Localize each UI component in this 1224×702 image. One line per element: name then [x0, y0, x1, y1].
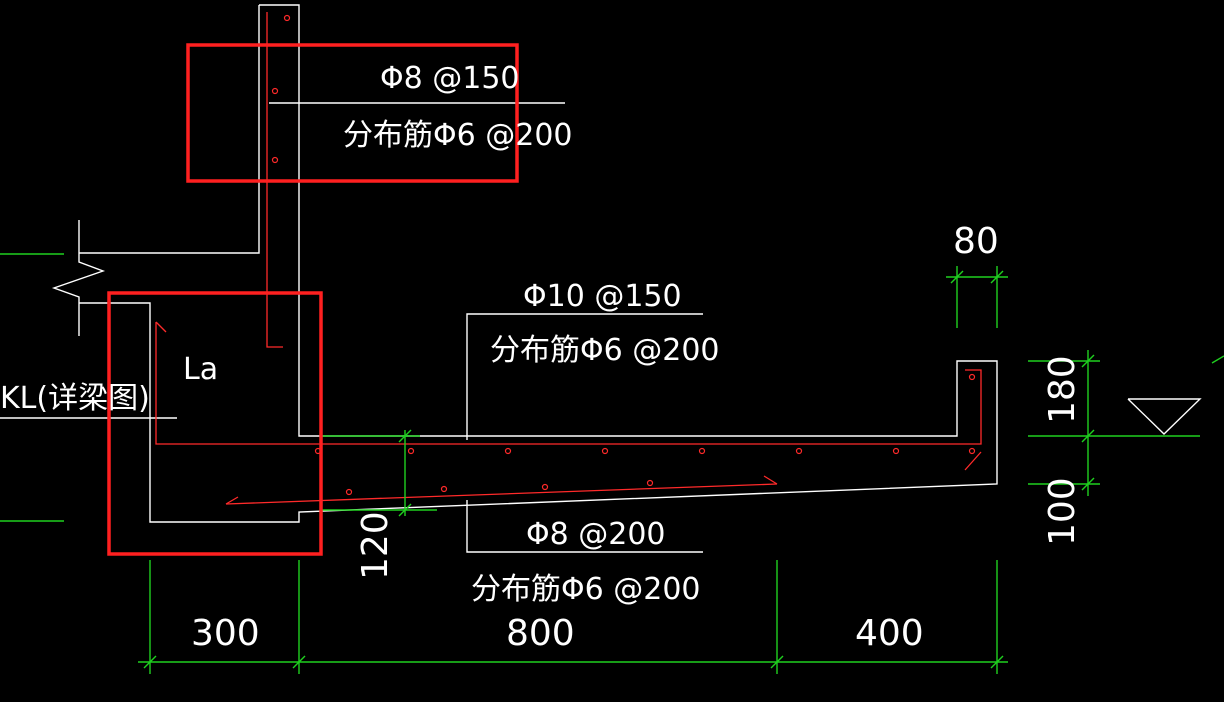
- rebar-dot: [504, 447, 512, 455]
- slab-bottom-rebar-bar: [225, 483, 778, 505]
- concrete-outline: [0, 4, 1202, 553]
- dim-tick: [950, 270, 964, 284]
- slab-bot-annotation-line: [466, 500, 703, 553]
- dim-100-text: 100: [1042, 477, 1083, 546]
- rebar-dot: [440, 485, 448, 493]
- slab-top-distribution-label: 分布筋Φ6 @200: [490, 333, 720, 368]
- rebar-dot: [646, 479, 654, 487]
- wall-outline-right: [79, 4, 998, 523]
- slab-top-rebar-bar: [155, 322, 982, 445]
- rebar-dot: [271, 156, 279, 164]
- break-line: [51, 220, 106, 336]
- wall-rebar-bar: [266, 12, 283, 348]
- dim-tick: [398, 429, 412, 443]
- hook-bottom-left: [225, 496, 239, 505]
- rebar-dot: [283, 14, 291, 22]
- dim-tick: [990, 655, 1004, 669]
- slab-top-annotation-line: [466, 313, 703, 440]
- wall-rebar-label: Φ8 @150: [380, 61, 520, 96]
- rebar-dot: [892, 447, 900, 455]
- dimension-lines: [0, 253, 1224, 674]
- dim-300-text: 300: [191, 613, 260, 654]
- hook-bottom-right: [763, 475, 778, 485]
- beam-label: KL(详梁图): [0, 381, 150, 416]
- hook-top-left: [155, 321, 167, 333]
- rebar-dot: [795, 447, 803, 455]
- dim-tick: [1081, 429, 1095, 443]
- rebar-dot: [271, 87, 279, 95]
- dim-tick: [990, 270, 1004, 284]
- highlight-box-wall: [186, 43, 519, 183]
- rebar-dot: [407, 447, 415, 455]
- wall-distribution-label: 分布筋Φ6 @200: [343, 118, 573, 153]
- rebar: [155, 12, 982, 505]
- rebar-dot: [968, 373, 976, 381]
- wall-outline: [79, 5, 260, 254]
- dim-800-text: 800: [506, 613, 575, 654]
- dim-tick: [1081, 477, 1095, 491]
- slab-bottom-rebar-label: Φ8 @200: [526, 517, 666, 552]
- dim-400-text: 400: [855, 613, 924, 654]
- dim-120-text: 120: [355, 511, 396, 580]
- dim-80-text: 80: [953, 221, 999, 262]
- dim-180-text: 180: [1042, 355, 1083, 424]
- dim-tick: [292, 655, 306, 669]
- level-symbol: [1127, 398, 1202, 435]
- slab-bottom-distribution-label: 分布筋Φ6 @200: [471, 572, 701, 607]
- dim-tick: [143, 655, 157, 669]
- dim-tick: [770, 655, 784, 669]
- grid-mark: [1211, 355, 1224, 364]
- hook-end-right: [964, 451, 982, 471]
- rebar-dot: [345, 488, 353, 496]
- rebar-dot: [968, 447, 976, 455]
- dim-tick: [398, 503, 412, 517]
- highlight-box-anchor: [107, 291, 323, 556]
- rebar-dot: [541, 483, 549, 491]
- rebar-dot: [601, 447, 609, 455]
- anchor-length-label: La: [183, 352, 218, 387]
- rebar-dot: [698, 447, 706, 455]
- dim-tick: [1081, 354, 1095, 368]
- slab-top-rebar-label: Φ10 @150: [523, 279, 682, 314]
